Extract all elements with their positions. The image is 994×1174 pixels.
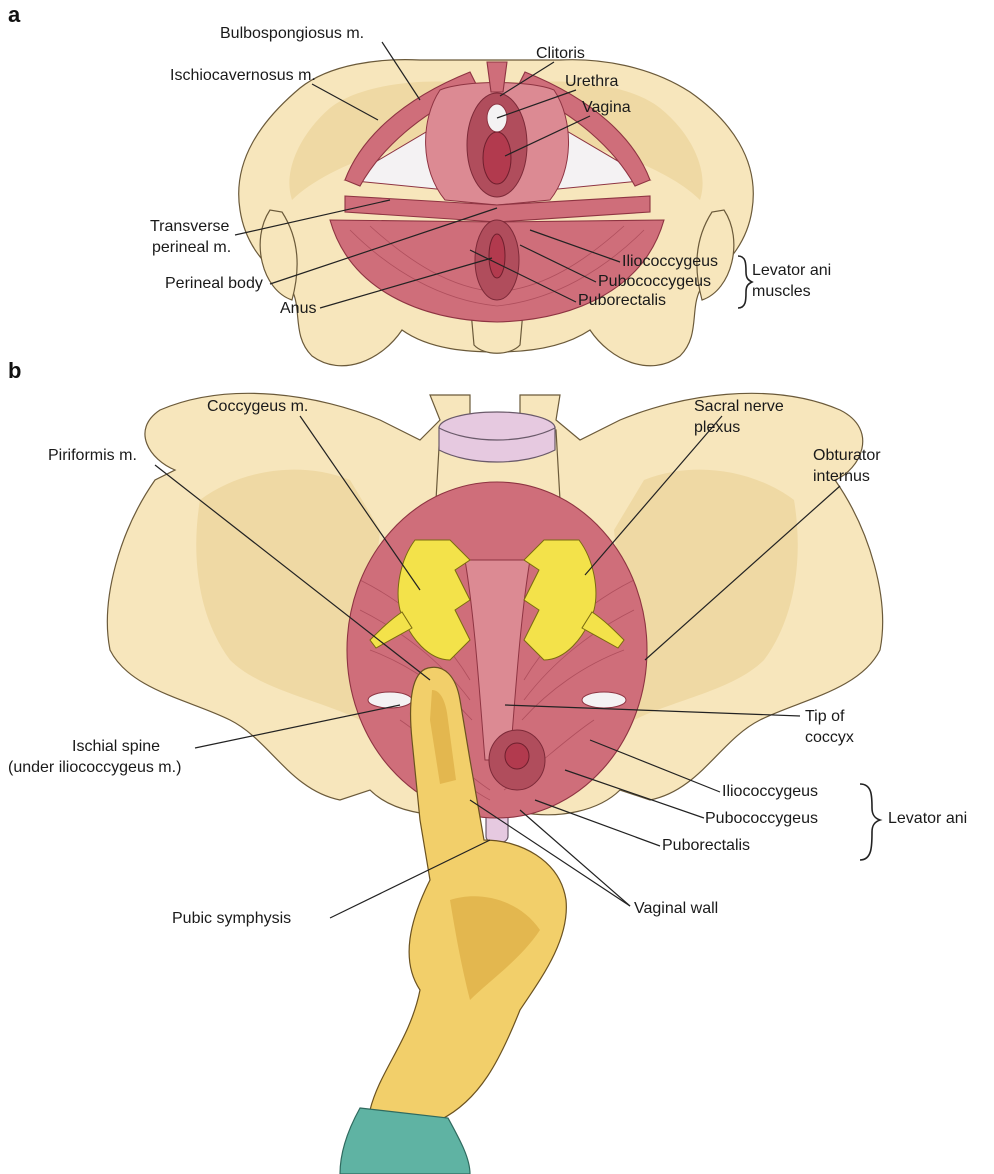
label-tip-coccyx-line2: coccyx [805,729,854,746]
levator-brace-b [860,784,880,860]
label-perineal-body: Perineal body [165,275,263,292]
label-pubococcygeus: Pubococcygeus [598,273,711,290]
label-tip-coccyx-line1: Tip of [805,708,845,725]
label-anus: Anus [280,300,316,317]
label-pubic-symphysis: Pubic symphysis [172,910,291,927]
label-levator-ani-line1: Levator ani [752,262,831,279]
label-vaginal-wall: Vaginal wall [634,900,718,917]
label-clitoris: Clitoris [536,45,585,62]
label-ischial-line2: (under iliococcygeus m.) [8,759,181,776]
label-ischial-line1: Ischial spine [72,738,160,755]
panel-b: b [8,358,967,1174]
panel-a-letter: a [8,2,21,27]
label-puborectalis-b: Puborectalis [662,837,750,854]
label-puborectalis: Puborectalis [578,292,666,309]
levator-brace-a [738,256,752,308]
label-transverse-line1: Transverse [150,218,230,235]
label-iliococcygeus: Iliococcygeus [622,253,718,270]
label-bulbospongiosus: Bulbospongiosus m. [220,25,364,42]
label-ischiocavernosus: Ischiocavernosus m. [170,67,316,84]
label-iliococcygeus-b: Iliococcygeus [722,783,818,800]
label-obturator-line1: Obturator [813,447,881,464]
label-urethra: Urethra [565,73,618,90]
panel-a: a [8,2,831,366]
label-levator-ani-b: Levator ani [888,810,967,827]
label-levator-ani-line2: muscles [752,283,811,300]
label-vagina: Vagina [582,99,631,116]
panel-b-letter: b [8,358,21,383]
label-sacral-line1: Sacral nerve [694,398,784,415]
label-coccygeus: Coccygeus m. [207,398,308,415]
label-piriformis: Piriformis m. [48,447,137,464]
label-transverse-line2: perineal m. [152,239,231,256]
label-obturator-line2: internus [813,468,870,485]
label-pubococcygeus-b: Pubococcygeus [705,810,818,827]
